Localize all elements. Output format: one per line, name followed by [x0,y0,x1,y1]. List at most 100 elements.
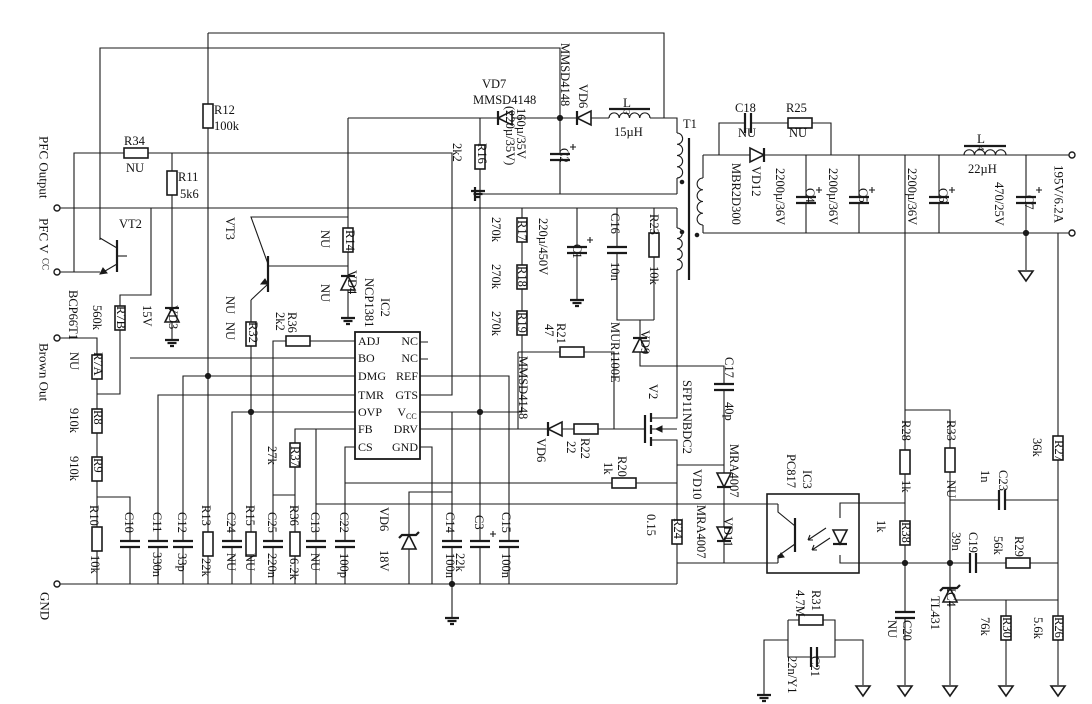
capacitor-gap [149,541,167,547]
resistor [671,519,683,545]
label-c-r28-1: 1k [899,480,913,493]
ic2-pin-right: DRV [394,422,419,436]
capacitor-gap [930,197,948,203]
label-c-r33-1: NU [944,480,958,498]
label-c-r29-0: R29 [1012,536,1026,557]
label-c-r36-1: 2k2 [273,312,287,331]
resistor [91,456,103,482]
label-c-c15-1: 100n [499,553,513,579]
ic2-pin-left: TMR [358,388,384,402]
resistor [516,310,528,336]
capacitor [607,245,627,255]
label-c-r7b-1: 560k [90,305,104,331]
ground-triangle-icon [941,685,959,698]
gnd-label: GND [37,592,52,620]
resistor [573,423,599,435]
output-positive-terminal [1068,151,1076,159]
resistor [899,520,911,546]
ground-triangle-icon [997,685,1015,698]
earth-ground-icon [341,316,355,326]
wire [718,122,832,155]
wire [763,639,788,695]
diode-triangle [831,529,849,546]
label-c-r36b-0: R36 [287,505,301,526]
label-c-c6-0: C6 [936,188,950,203]
coil-winding [676,132,684,179]
label-c-r16-1: 2k2 [450,143,464,162]
resistor [245,321,257,347]
wire [97,208,152,395]
ic2-pin-right: NC [401,351,418,365]
polarity-plus-icon [816,187,822,193]
label-c-r7b-0: R7B [114,306,128,329]
label-c-vd6b-1: MMSD4148 [516,356,530,419]
zener-diode [398,531,420,550]
label-c-r21-1: 47 [542,324,556,337]
label-c-c13-0: C13 [308,512,322,533]
capacitor [173,539,193,549]
label-c-r34-0: R34 [124,134,146,148]
earth-ground-icon [570,298,584,308]
label-c-c22-0: C22 [337,512,351,533]
label-c-v2-0: V2 [646,384,660,399]
label-c-r31-0: R31 [809,590,823,611]
label-c-r16-0: R16 [475,143,489,164]
label-c-c19-1: 39n [949,532,963,552]
capacitor-gap [811,649,817,665]
winding-dot [694,232,700,238]
capacitor [470,531,496,549]
resistor [202,103,214,129]
diode [546,420,563,438]
ic3-optocoupler-box [766,493,860,574]
wire [420,446,433,584]
label-c-r13-0: R13 [199,505,213,526]
label-c-r17-0: R17 [515,220,529,241]
capacitor-gap [715,384,733,390]
label-c-vt2-0: VT2 [119,217,142,231]
junction-node [476,408,484,416]
vt2-emitter-arrow-icon [99,267,108,275]
capacitor-gap [608,247,626,253]
winding-dot [679,229,685,235]
diode [631,336,649,353]
label-c-r37-0: R37 [288,446,302,467]
capacitor-gap [223,541,241,547]
ic2-pin-left: DMG [358,369,386,383]
capacitor [222,539,242,549]
label-c-ic3-1: PC817 [784,454,798,488]
earth-ground-icon [445,616,459,626]
diode [575,109,592,127]
label-c-t1-0: T1 [683,117,697,131]
wire [420,375,510,584]
output-negative-terminal [1068,229,1076,237]
label-c-c18-0: C18 [735,101,756,115]
label-c-c12-1: 33p [175,553,189,572]
diode [339,274,357,291]
label-c-r36-0: R36 [285,312,299,333]
ic2-package [354,331,421,460]
polarity-plus-icon [869,187,875,193]
label-c-r36b-1: 6.2k [287,558,301,581]
ic3-phototransistor-leads [777,504,796,563]
label-c-r27-0: R27 [1052,440,1066,461]
capacitor [968,553,978,573]
capacitor-gap [896,612,914,618]
wire [839,555,905,564]
label-c-r11-1: 5k6 [180,187,199,201]
resistor [899,449,911,475]
ic2-nc-pins [420,341,428,360]
label-c-r30-0: R30 [1000,617,1014,638]
diode-triangle [941,586,959,603]
capacitor [809,647,819,667]
label-c-r19-1: 270k [489,311,503,337]
label-c-r15-0: R15 [243,505,257,526]
label-c-l3-2: 15µH [614,125,643,139]
diode [715,526,733,543]
diode-triangle [715,526,733,543]
coil-winding [676,227,683,271]
label-c-r12-0: R12 [214,103,235,117]
gnd-terminal [53,580,61,588]
capacitor [714,382,734,392]
capacitor [997,490,1007,510]
